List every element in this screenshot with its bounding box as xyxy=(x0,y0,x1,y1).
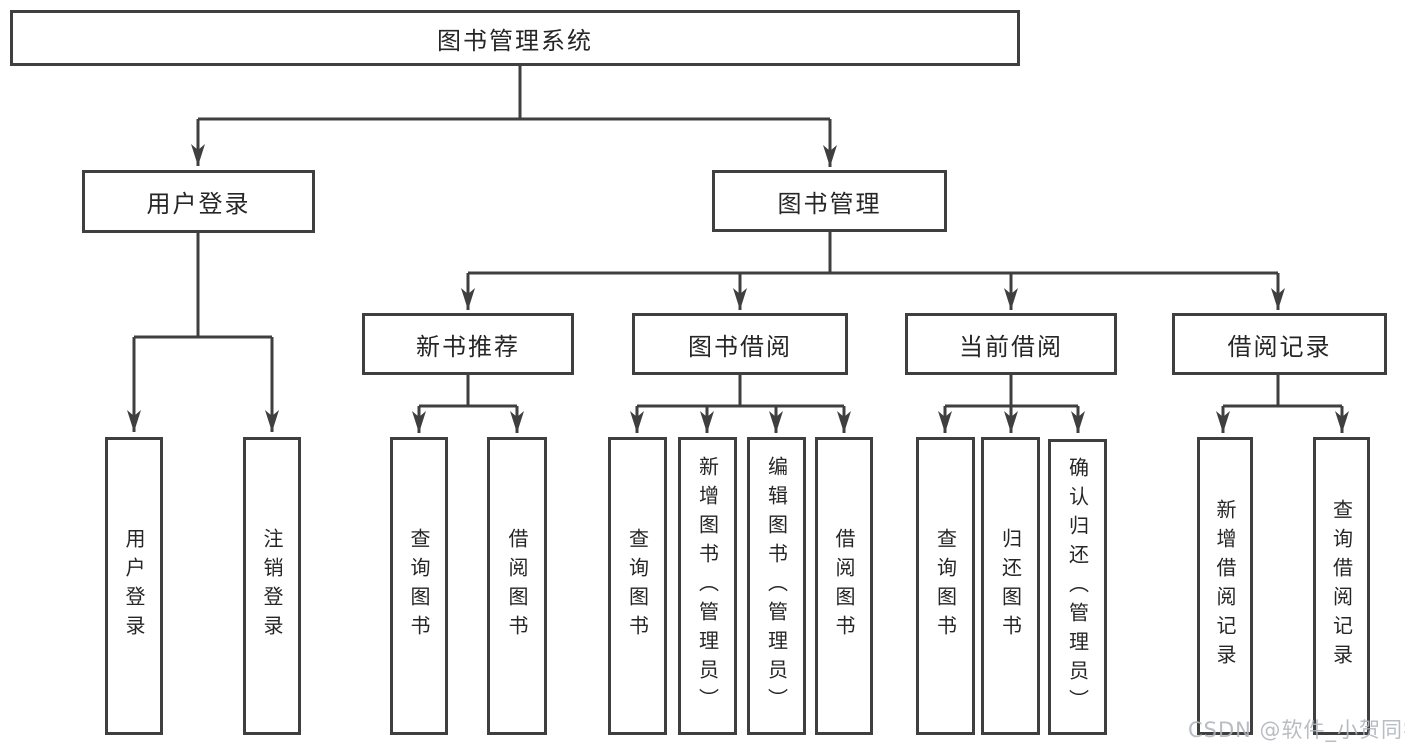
leaf-new-books-query: 查询图书 xyxy=(390,437,448,735)
leaf-logout: 注销登录 xyxy=(243,437,301,735)
leaf-current-confirm-label: 确认归还（管理员） xyxy=(1065,456,1090,718)
leaf-current-return-label: 归还图书 xyxy=(998,528,1023,644)
node-user-login: 用户登录 xyxy=(82,170,315,233)
connector-book-borrowing xyxy=(630,375,851,433)
leaf-new-books-borrow-label: 借阅图书 xyxy=(505,528,529,644)
node-new-books-label: 新书推荐 xyxy=(416,332,520,361)
connector-book-management xyxy=(461,232,1285,310)
node-root: 图书管理系统 xyxy=(10,10,1020,66)
node-borrowing-records-label: 借阅记录 xyxy=(1227,332,1332,361)
node-book-borrowing: 图书借阅 xyxy=(632,313,848,375)
leaf-borrowing-query-label: 查询图书 xyxy=(625,528,650,644)
leaf-borrowing-query: 查询图书 xyxy=(608,437,667,735)
leaf-current-return: 归还图书 xyxy=(981,437,1040,735)
connector-root xyxy=(191,66,837,167)
leaf-borrowing-add-label: 新增图书（管理员） xyxy=(695,455,720,717)
leaf-records-add: 新增借阅记录 xyxy=(1197,437,1253,735)
connector-new-books xyxy=(412,375,524,433)
leaf-current-query: 查询图书 xyxy=(916,437,975,735)
leaf-new-books-borrow: 借阅图书 xyxy=(487,437,547,735)
leaf-current-query-label: 查询图书 xyxy=(933,528,958,644)
node-new-books: 新书推荐 xyxy=(362,313,574,375)
node-book-borrowing-label: 图书借阅 xyxy=(688,332,792,361)
connector-user-login xyxy=(127,233,279,432)
leaf-borrowing-add: 新增图书（管理员） xyxy=(678,437,737,735)
leaf-borrowing-borrow: 借阅图书 xyxy=(815,437,873,735)
node-current-borrowing: 当前借阅 xyxy=(905,313,1117,375)
node-user-login-label: 用户登录 xyxy=(146,190,251,218)
leaf-user-login: 用户登录 xyxy=(105,437,163,735)
node-current-borrowing-label: 当前借阅 xyxy=(959,332,1063,361)
leaf-borrowing-edit-label: 编辑图书（管理员） xyxy=(764,455,789,717)
connector-current-borrowing xyxy=(938,375,1085,433)
leaf-borrowing-borrow-label: 借阅图书 xyxy=(832,528,856,644)
leaf-records-query-label: 查询借阅记录 xyxy=(1329,499,1354,673)
leaf-borrowing-edit: 编辑图书（管理员） xyxy=(747,437,806,735)
leaf-records-query: 查询借阅记录 xyxy=(1313,437,1370,735)
leaf-logout-label: 注销登录 xyxy=(260,528,284,644)
node-root-label: 图书管理系统 xyxy=(437,26,593,55)
leaf-user-login-label: 用户登录 xyxy=(122,528,146,644)
connector-borrowing-records xyxy=(1216,375,1349,433)
node-borrowing-records: 借阅记录 xyxy=(1172,313,1387,375)
node-book-management-label: 图书管理 xyxy=(777,189,882,218)
leaf-records-add-label: 新增借阅记录 xyxy=(1213,499,1237,673)
leaf-current-confirm: 确认归还（管理员） xyxy=(1048,439,1107,735)
node-book-management: 图书管理 xyxy=(712,170,947,232)
leaf-new-books-query-label: 查询图书 xyxy=(407,528,431,644)
watermark-text: CSDN @软件_小贺同学 xyxy=(1188,718,1405,742)
